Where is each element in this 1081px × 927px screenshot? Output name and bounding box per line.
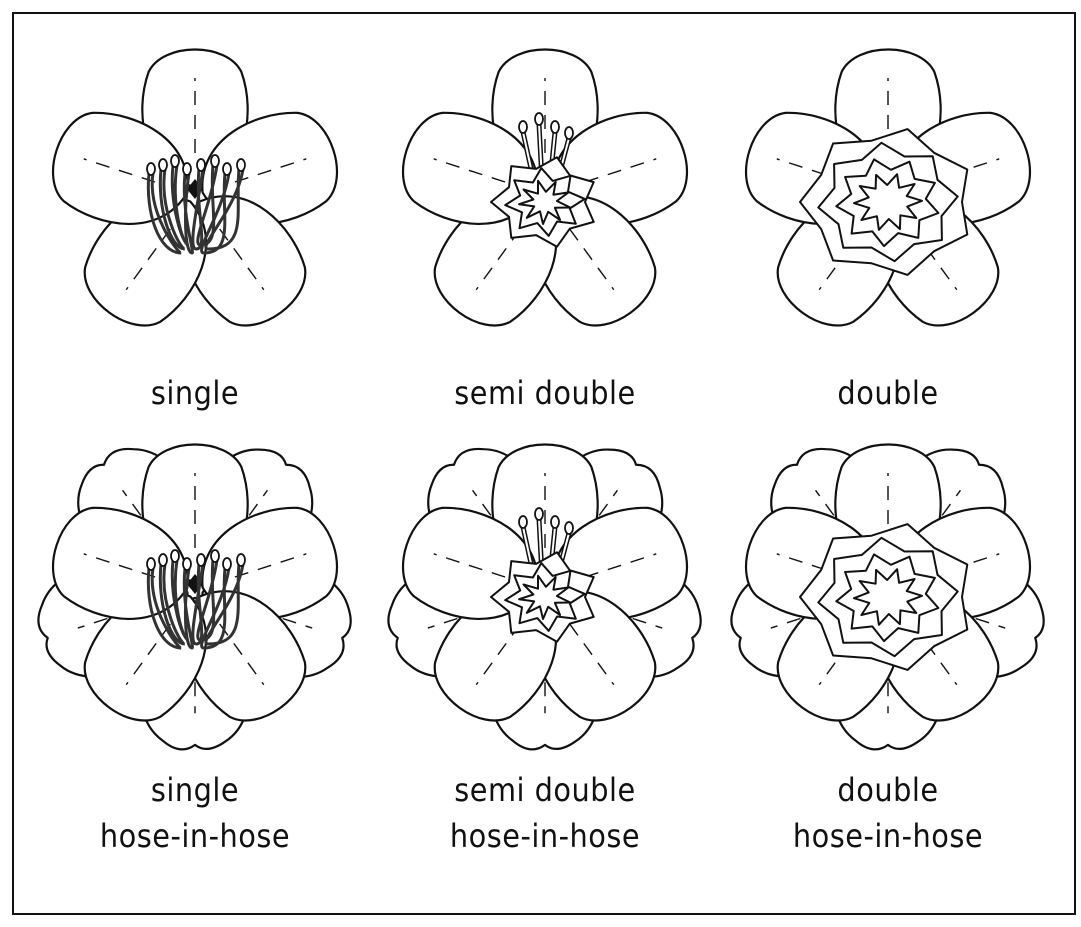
stamen-anther [197, 159, 205, 171]
stamen-anther [171, 550, 179, 562]
flower-single-drawing [25, 30, 365, 370]
stamen-anther [237, 554, 245, 566]
stamen-anther [565, 522, 573, 534]
flower-semidouble-hose-in-hose-drawing [375, 425, 715, 765]
flower-semidouble-label: semi double [375, 370, 715, 416]
flower-double-hose-in-hose-label: double hose-in-hose [718, 767, 1058, 859]
stamen-anther [171, 155, 179, 167]
label-line-2: hose-in-hose [25, 813, 365, 859]
label-line-1: double [718, 370, 1058, 416]
stamen-anther [159, 554, 167, 566]
stamen-anther [147, 163, 155, 175]
stamen-anther [197, 554, 205, 566]
stamen-anther [223, 558, 231, 570]
flower-double-label: double [718, 370, 1058, 416]
stamen-anther [211, 550, 219, 562]
flower-single-hose-in-hose-label: single hose-in-hose [25, 767, 365, 859]
label-line-1: single [25, 370, 365, 416]
stamen-anther [147, 558, 155, 570]
stamen-anther [519, 516, 527, 528]
flower-single-hose-in-hose-drawing [25, 425, 365, 765]
stamen-anther [535, 508, 543, 520]
flower-double-drawing [718, 30, 1058, 370]
stamen-anther [159, 159, 167, 171]
stamen-anther [551, 516, 559, 528]
label-line-2: hose-in-hose [718, 813, 1058, 859]
flower-double: double [718, 30, 1058, 416]
flower-semidouble: semi double [375, 30, 715, 416]
flower-double-hose-in-hose-drawing [718, 425, 1058, 765]
stamen-anther [223, 163, 231, 175]
label-line-2: hose-in-hose [375, 813, 715, 859]
flower-single-hose-in-hose: single hose-in-hose [25, 425, 365, 859]
flower-semidouble-drawing [375, 30, 715, 370]
label-line-1: double [718, 767, 1058, 813]
flower-single-label: single [25, 370, 365, 416]
flower-semidouble-hose-in-hose: semi double hose-in-hose [375, 425, 715, 859]
label-line-1: semi double [375, 767, 715, 813]
stamen-anther [211, 155, 219, 167]
stamen-anther [551, 121, 559, 133]
flower-double-hose-in-hose: double hose-in-hose [718, 425, 1058, 859]
stamen-anther [535, 113, 543, 125]
label-line-1: semi double [375, 370, 715, 416]
stamen-anther [565, 127, 573, 139]
flower-single: single [25, 30, 365, 416]
label-line-1: single [25, 767, 365, 813]
stamen-anther [237, 159, 245, 171]
stamen-anther [519, 121, 527, 133]
stamen-anther [183, 163, 191, 175]
flower-semidouble-hose-in-hose-label: semi double hose-in-hose [375, 767, 715, 859]
stamen-anther [183, 558, 191, 570]
